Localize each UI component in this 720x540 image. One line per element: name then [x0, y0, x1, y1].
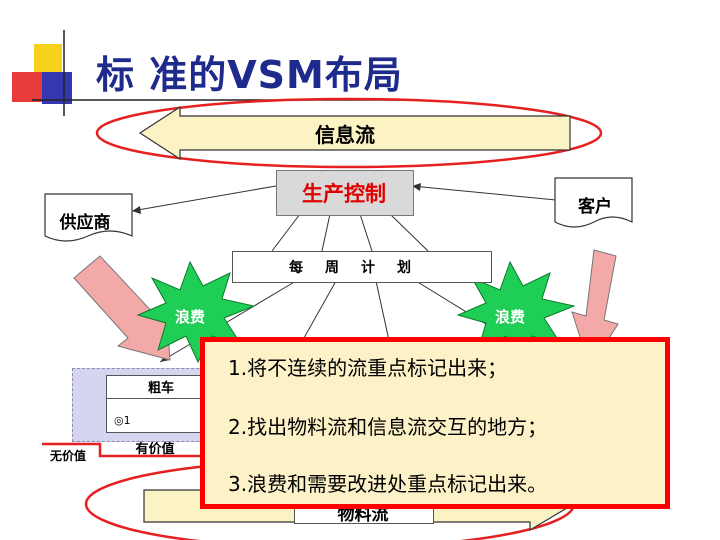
waste-right-label: 浪费	[494, 308, 525, 326]
info-flow-ellipse	[95, 97, 603, 169]
info-flow-label: 信息流	[315, 123, 375, 147]
material-flow-label: 物料流	[337, 505, 389, 525]
page-title: 标 准的VSM布局	[96, 53, 403, 97]
info-flow-arrow	[138, 105, 571, 161]
note-item: 2.找出物料流和信息流交互的地方；	[228, 415, 548, 439]
note-item: 1.将不连续的流重点标记出来；	[228, 356, 508, 380]
process-meta: ◎1	[114, 414, 131, 427]
supplier-label: 供应商	[59, 213, 111, 233]
weekly-plan-box	[232, 251, 492, 283]
waste-left-label: 浪费	[174, 308, 205, 326]
customer-label: 客户	[578, 197, 612, 217]
production-control-box	[276, 170, 414, 216]
non-value-added-label: 无价值	[44, 447, 92, 464]
notes-callout	[200, 337, 670, 509]
production-control-label: 生产控制	[302, 181, 386, 206]
supplier-wave-document	[44, 193, 133, 242]
note-item: 3.浪费和需要改进处重点标记出来。	[228, 472, 548, 496]
logo-squares-icon	[12, 30, 410, 116]
process-title: 粗车	[106, 377, 216, 399]
customer-wave-document	[554, 177, 633, 228]
value-added-label: 有价值	[135, 442, 175, 457]
weekly-plan-label: 每周计划	[289, 260, 433, 276]
